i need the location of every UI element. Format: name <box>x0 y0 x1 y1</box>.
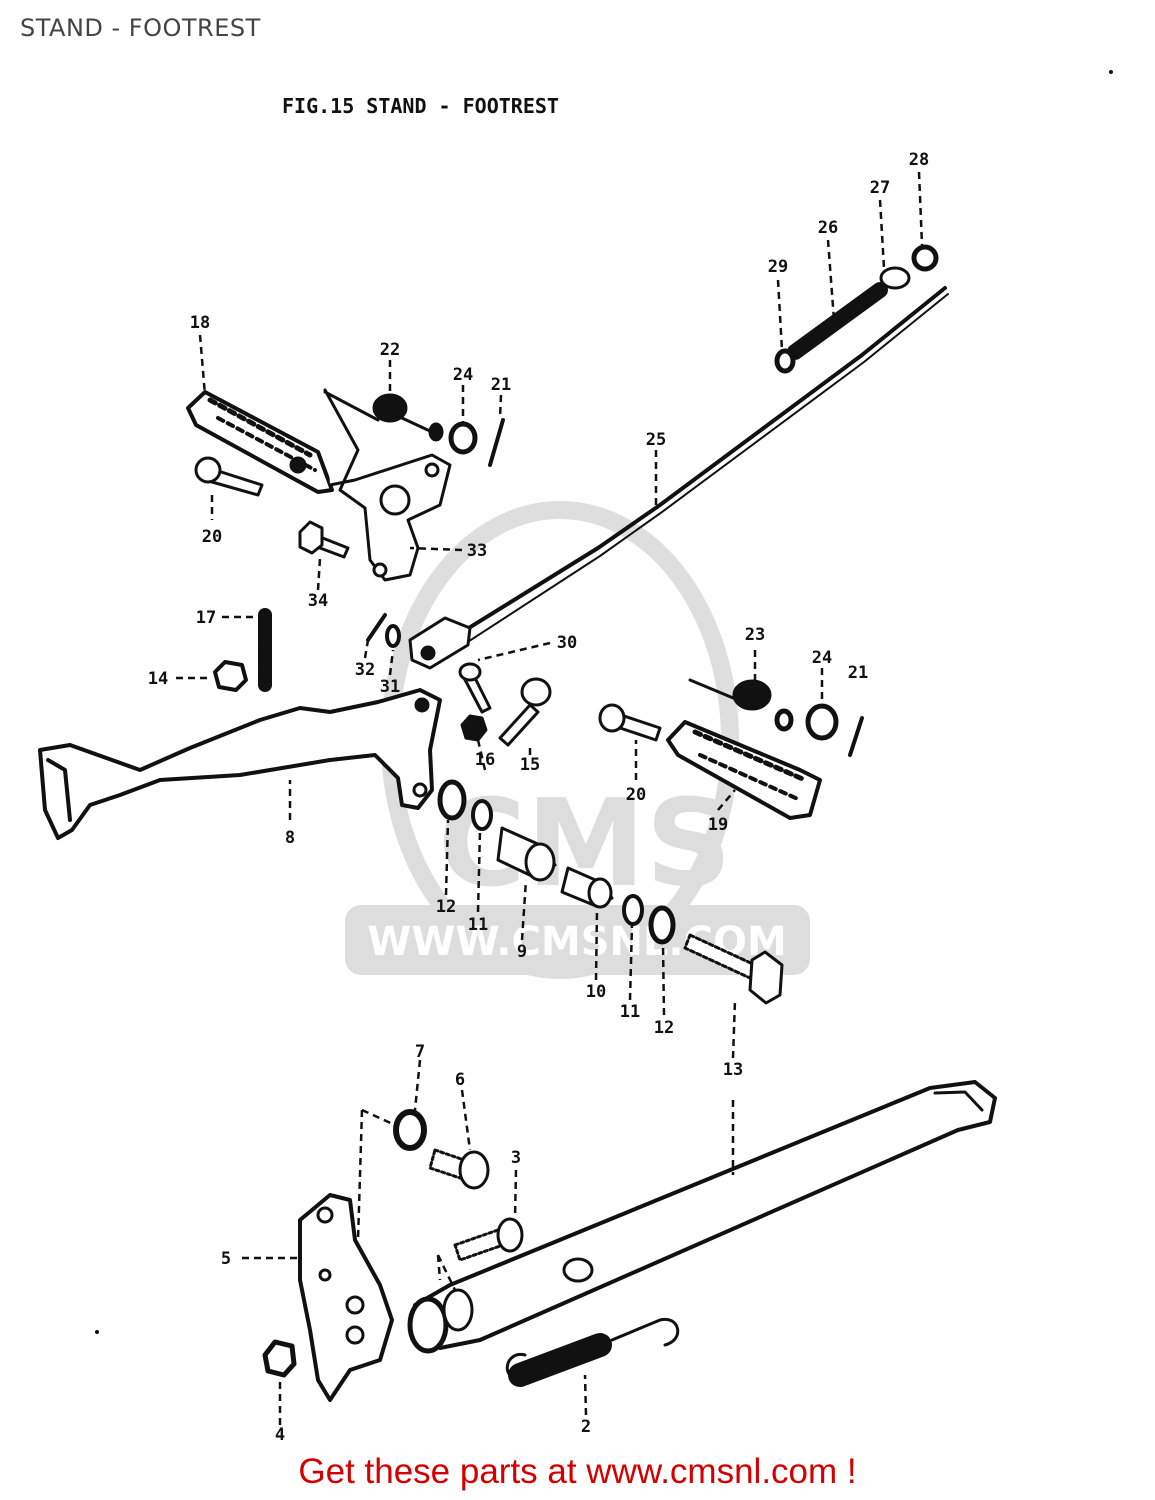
callout-23: 23 <box>745 625 765 645</box>
figure-title: FIG.15 STAND - FOOTREST <box>282 94 559 118</box>
callout-7: 7 <box>415 1042 425 1062</box>
callout-20: 20 <box>202 527 222 547</box>
bracket-bolt-part <box>298 520 350 559</box>
footer-link[interactable]: Get these parts at www.cmsnl.com ! <box>298 1452 857 1491</box>
rod-joint-part <box>879 266 911 290</box>
footrest-pin-left-part <box>194 456 264 497</box>
callout-17: 17 <box>196 608 216 628</box>
washer-11-left-part <box>471 799 493 831</box>
callout-22: 22 <box>380 340 400 360</box>
cotter-pin-right-part <box>848 716 864 757</box>
washer-right-part <box>805 703 839 741</box>
callout-11b: 11 <box>620 1002 640 1022</box>
footrest-spring-right-part <box>688 678 794 732</box>
footrest-right-part <box>666 720 822 820</box>
callout-16: 16 <box>475 750 495 770</box>
speck <box>95 1330 99 1334</box>
side-stand-part <box>407 1080 997 1354</box>
leader-lines <box>176 171 924 1425</box>
callout-3: 3 <box>511 1148 521 1168</box>
rod-spring-part <box>787 282 888 360</box>
callout-30: 30 <box>557 633 577 653</box>
callout-32: 32 <box>355 660 375 680</box>
callout-28: 28 <box>909 150 929 170</box>
callout-21b: 21 <box>848 663 868 683</box>
callout-13: 13 <box>723 1060 743 1080</box>
callout-8: 8 <box>285 828 295 848</box>
washer-left-part <box>448 421 478 455</box>
rod-pin-part <box>458 662 492 714</box>
stand-bracket-part <box>298 1193 394 1402</box>
callout-11a: 11 <box>468 915 488 935</box>
callout-14: 14 <box>148 669 168 689</box>
callout-10: 10 <box>586 982 606 1002</box>
callout-25: 25 <box>646 430 666 450</box>
callout-12b: 12 <box>654 1018 674 1038</box>
lever-pivot-nut-part <box>460 714 488 742</box>
callout-29: 29 <box>768 257 788 277</box>
collar-9-part <box>496 826 557 882</box>
callout-21: 21 <box>491 375 511 395</box>
lever-nut-part <box>213 660 248 692</box>
callout-19: 19 <box>708 815 728 835</box>
callout-15: 15 <box>520 755 540 775</box>
callout-12a: 12 <box>436 897 456 917</box>
brake-lever-part <box>38 688 442 840</box>
callout-31: 31 <box>380 677 400 697</box>
washer-12-right-part <box>648 905 676 945</box>
footrest-pin-right-part <box>598 703 662 742</box>
callout-24b: 24 <box>812 648 832 668</box>
callout-2: 2 <box>581 1417 591 1437</box>
footrest-left-part <box>186 390 334 494</box>
callout-26: 26 <box>818 218 838 238</box>
callout-5: 5 <box>221 1249 231 1269</box>
washer-11-right-part <box>622 894 644 926</box>
washer-12-left-part <box>437 779 467 821</box>
callout-labels: 28 27 26 29 18 22 24 21 25 20 33 34 17 1… <box>148 150 929 1445</box>
pivot-bolt-part <box>683 933 784 1005</box>
speck <box>1109 70 1113 74</box>
stand-spring-part <box>505 1317 680 1387</box>
rod-washer-part <box>774 348 796 374</box>
callout-24: 24 <box>453 365 473 385</box>
stand-bolt-3-part <box>453 1217 524 1262</box>
cotter-pin-rod-part <box>366 613 387 642</box>
stand-washer-part <box>393 1109 427 1151</box>
footrest-bracket-part <box>323 388 452 582</box>
callout-34: 34 <box>308 591 328 611</box>
callout-20b: 20 <box>626 785 646 805</box>
callout-33: 33 <box>467 541 487 561</box>
callout-9: 9 <box>517 942 527 962</box>
page-title: STAND - FOOTREST <box>20 14 261 42</box>
rod-washer-lower-part <box>385 624 401 648</box>
footrest-spring-left-part <box>323 390 444 442</box>
adjust-nut-part <box>911 244 939 272</box>
lever-bolt-part <box>498 677 552 747</box>
stand-bolt-6-part <box>428 1148 490 1190</box>
collar-10-part <box>560 866 614 909</box>
callout-4: 4 <box>275 1425 285 1445</box>
cotter-pin-left-part <box>488 418 505 467</box>
callout-6: 6 <box>455 1070 465 1090</box>
callout-18: 18 <box>190 313 210 333</box>
brake-rod-part <box>408 286 949 670</box>
stand-nut-part <box>262 1339 297 1378</box>
callout-27: 27 <box>870 178 890 198</box>
